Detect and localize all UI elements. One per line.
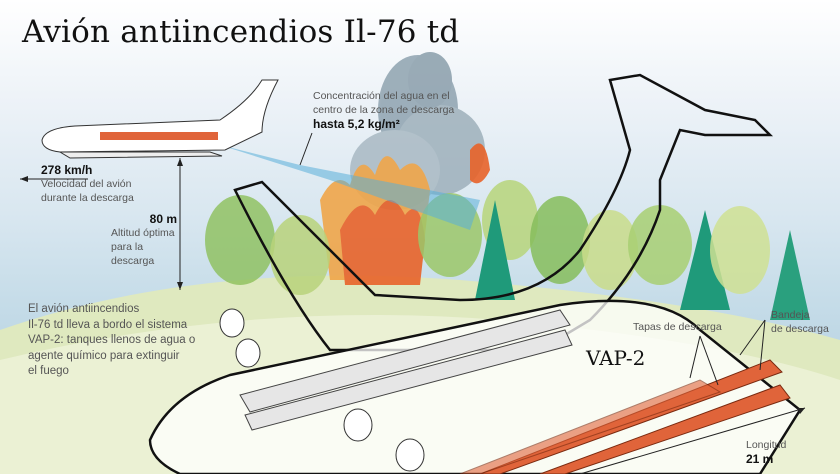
concentration-line1: Concentración del agua en el xyxy=(313,90,450,102)
system-description: El avión antiincendios Il-76 td lleva a … xyxy=(28,302,218,380)
description-line3: VAP-2: tanques llenos de agua o xyxy=(28,334,196,346)
description-line2: Il-76 td lleva a bordo el sistema xyxy=(28,318,188,331)
concentration-value: hasta 5,2 kg/m² xyxy=(313,117,400,131)
internal-tanks xyxy=(239,309,573,431)
altitude-value: 80 m xyxy=(149,212,177,226)
description-line4: agente químico para extinguir xyxy=(28,349,180,362)
speed-value: 278 km/h xyxy=(41,163,93,177)
length-annotation: Longitud 21 m xyxy=(746,438,786,466)
tray-line2: de descarga xyxy=(771,323,829,335)
page-title: Avión antiincendios Il-76 td xyxy=(22,14,460,50)
tray-label: Bandeja de descarga xyxy=(771,308,829,336)
altitude-line3: descarga xyxy=(111,255,155,267)
length-label: Longitud xyxy=(746,439,787,451)
altitude-line2: para la xyxy=(111,241,144,253)
concentration-annotation: Concentración del agua en el centro de l… xyxy=(313,89,454,131)
description-line5: el fuego xyxy=(28,365,69,377)
altitude-annotation: 80 m Altitud óptima para la descarga xyxy=(111,212,177,268)
engines xyxy=(219,308,425,472)
speed-annotation: 278 km/h Velocidad del avión durante la … xyxy=(41,163,134,205)
concentration-line2: centro de la zona de descarga xyxy=(313,104,455,116)
vap2-tanks xyxy=(459,359,791,474)
tray-line1: Bandeja xyxy=(771,309,810,321)
length-value: 21 m xyxy=(746,452,774,466)
altitude-line1: Altitud óptima xyxy=(111,227,175,239)
covers-label: Tapas de descarga xyxy=(633,321,722,333)
large-plane xyxy=(148,73,802,474)
speed-line1: Velocidad del avión xyxy=(41,178,132,190)
speed-line2: durante la descarga xyxy=(41,192,134,204)
length-dimension xyxy=(579,407,806,474)
water-spray xyxy=(220,145,480,230)
vap2-label: VAP-2 xyxy=(586,346,646,370)
description-line1: El avión antiincendios xyxy=(28,303,140,315)
small-plane xyxy=(41,79,279,159)
